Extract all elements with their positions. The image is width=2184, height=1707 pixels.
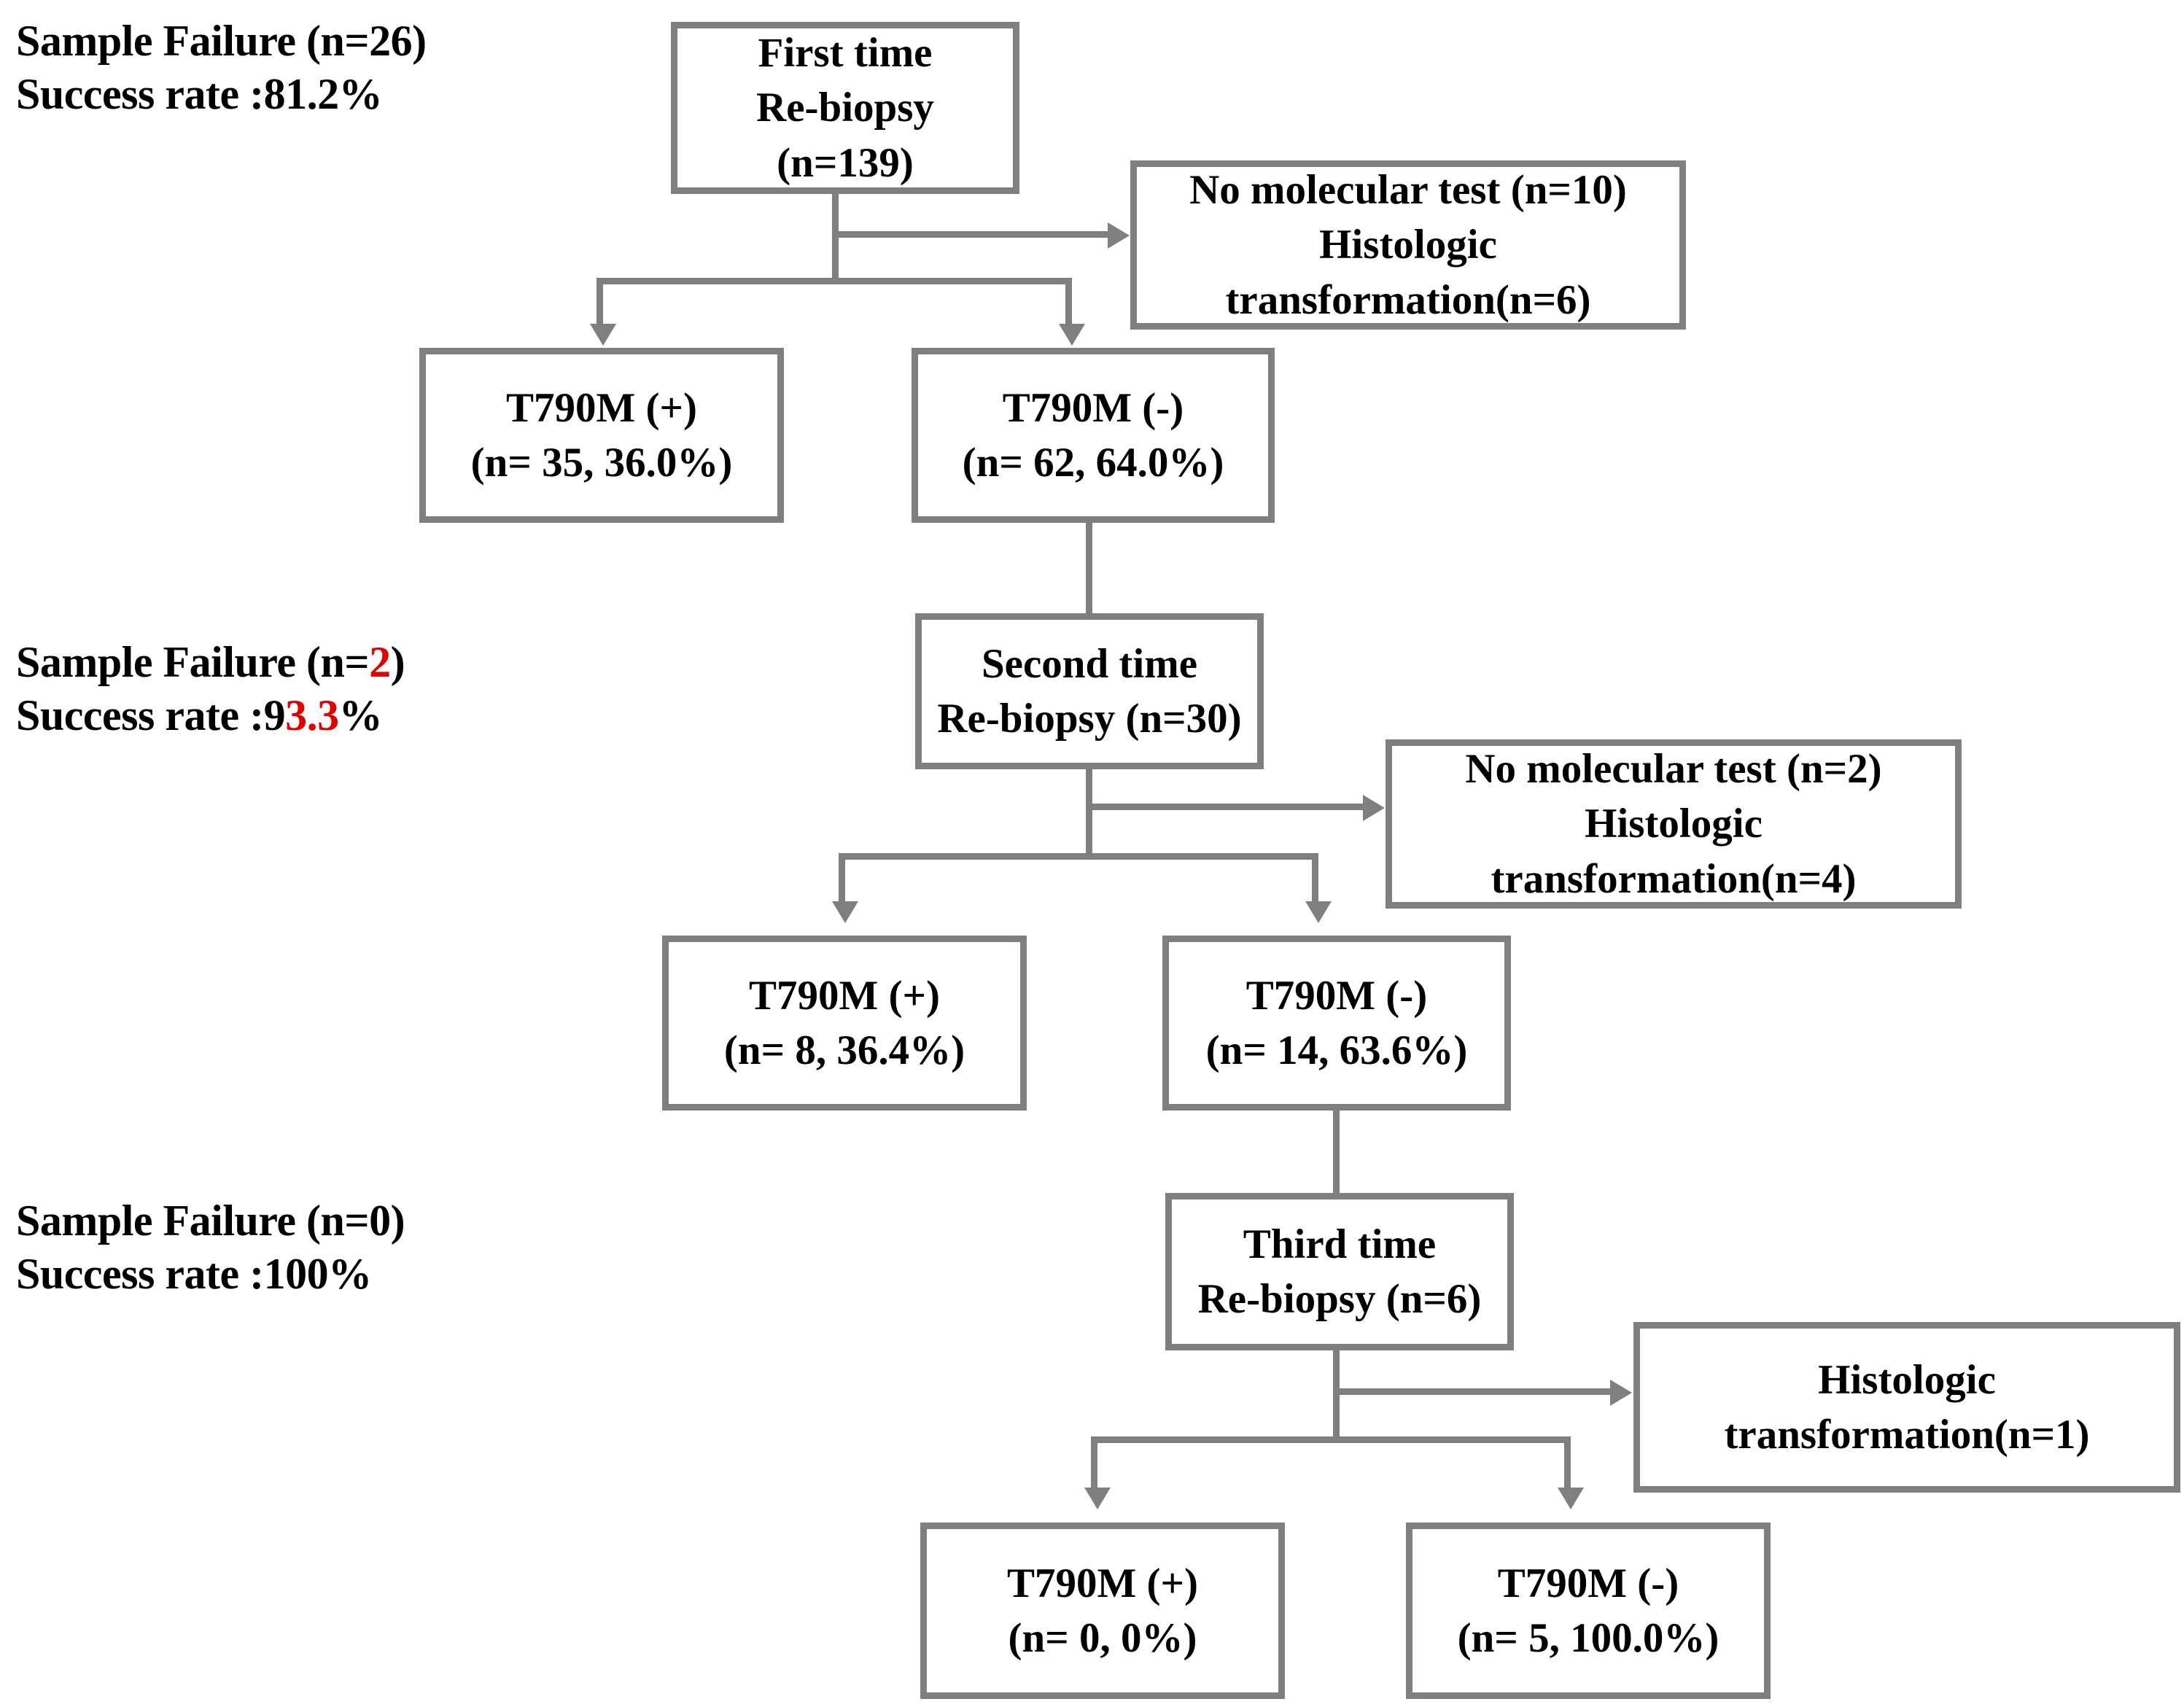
node-second-biopsy[interactable]: Second time Re-biopsy (n=30) xyxy=(915,613,1264,769)
node-t790m-negative-2-line2: (n= 14, 63.6%) xyxy=(1205,1027,1468,1073)
node-histologic-transformation-3-line2: transformation(n=1) xyxy=(1724,1412,2090,1458)
node-t790m-positive-3-line2: (n= 0, 0%) xyxy=(1008,1615,1197,1661)
connector-stem-level1 xyxy=(832,193,839,284)
arrow-right-icon-level3 xyxy=(1610,1380,1632,1406)
node-first-biopsy-line3: (n=139) xyxy=(777,139,914,186)
node-no-molecular-test-1[interactable]: No molecular test (n=10) Histologic tran… xyxy=(1130,160,1686,330)
sample-failure-value: 26 xyxy=(369,17,413,65)
sample-failure-value: 2 xyxy=(369,638,391,686)
arrow-down-icon-level2-left xyxy=(832,901,858,923)
arrow-down-icon-level1-right xyxy=(1059,324,1085,346)
side-label-first-round-line2: Success rate :81.2% xyxy=(16,68,427,121)
success-rate-percent: % xyxy=(338,691,383,740)
connector-branch-right-level3 xyxy=(1333,1388,1612,1395)
success-rate-text: Success rate : xyxy=(16,70,264,119)
node-histologic-transformation-3[interactable]: Histologic transformation(n=1) xyxy=(1633,1322,2180,1493)
connector-drop-right-level1 xyxy=(1065,278,1072,326)
node-t790m-negative-1-line2: (n= 62, 64.0%) xyxy=(962,440,1224,486)
side-label-second-round: Sample Failure (n=2) Success rate :93.3% xyxy=(16,636,405,742)
side-label-first-round-line1: Sample Failure (n=26) xyxy=(16,15,427,68)
connector-drop-right-level3 xyxy=(1564,1436,1571,1489)
node-t790m-negative-1[interactable]: T790M (-) (n= 62, 64.0%) xyxy=(912,348,1275,523)
success-rate-value-highlight: 3.3 xyxy=(285,691,339,740)
arrow-down-icon-level3-left xyxy=(1084,1488,1111,1509)
node-second-biopsy-line2: Re-biopsy (n=30) xyxy=(937,696,1242,742)
arrow-right-icon-level2 xyxy=(1363,795,1385,821)
connector-branch-right-level2 xyxy=(1086,804,1364,810)
side-label-third-round-line2: Success rate :100% xyxy=(16,1248,405,1301)
node-no-molecular-test-1-line2: Histologic xyxy=(1319,222,1497,268)
arrow-down-icon-level2-right xyxy=(1305,901,1332,923)
node-t790m-positive-1-line2: (n= 35, 36.0%) xyxy=(470,440,733,486)
connector-neg2-to-third-biopsy xyxy=(1333,1108,1340,1197)
side-label-third-round-line1: Sample Failure (n=0) xyxy=(16,1194,405,1248)
side-label-third-round: Sample Failure (n=0) Success rate :100% xyxy=(16,1194,405,1301)
connector-drop-left-level1 xyxy=(596,278,603,326)
success-rate-value: 81.2 xyxy=(263,70,340,119)
success-rate-value: 100 xyxy=(263,1250,329,1299)
connector-split-bar-level2 xyxy=(839,853,1318,860)
node-no-molecular-test-2-line2: Histologic xyxy=(1585,801,1763,847)
node-third-biopsy-line1: Third time xyxy=(1243,1221,1437,1267)
success-rate-percent: % xyxy=(338,70,383,119)
side-label-first-round: Sample Failure (n=26) Success rate :81.2… xyxy=(16,15,427,121)
node-t790m-positive-3[interactable]: T790M (+) (n= 0, 0%) xyxy=(920,1523,1285,1699)
node-first-biopsy[interactable]: First time Re-biopsy (n=139) xyxy=(671,22,1019,194)
connector-branch-right-level1 xyxy=(832,231,1109,238)
node-no-molecular-test-1-line3: transformation(n=6) xyxy=(1225,276,1591,323)
node-first-biopsy-line2: Re-biopsy xyxy=(756,85,934,131)
node-histologic-transformation-3-line1: Histologic xyxy=(1818,1356,1996,1403)
connector-stem-level3 xyxy=(1333,1349,1340,1442)
connector-split-bar-level3 xyxy=(1091,1436,1571,1443)
node-first-biopsy-line1: First time xyxy=(758,30,933,77)
node-t790m-negative-3[interactable]: T790M (-) (n= 5, 100.0%) xyxy=(1406,1523,1771,1699)
arrow-down-icon-level3-right xyxy=(1558,1488,1584,1509)
side-label-second-round-line2: Success rate :93.3% xyxy=(16,689,405,742)
node-third-biopsy-line2: Re-biopsy (n=6) xyxy=(1197,1276,1482,1322)
success-rate-text: Success rate : xyxy=(16,1250,264,1299)
node-t790m-negative-3-line1: T790M (-) xyxy=(1497,1560,1679,1606)
sample-failure-paren: ) xyxy=(390,638,405,686)
node-t790m-negative-1-line1: T790M (-) xyxy=(1002,384,1184,431)
sample-failure-text: Sample Failure (n= xyxy=(16,638,370,686)
success-rate-percent: % xyxy=(328,1250,372,1299)
node-second-biopsy-line1: Second time xyxy=(981,640,1198,687)
connector-stem-level2 xyxy=(1086,767,1092,859)
node-t790m-positive-1-line1: T790M (+) xyxy=(505,384,697,431)
connector-drop-left-level3 xyxy=(1091,1436,1097,1489)
sample-failure-text: Sample Failure (n= xyxy=(16,1197,370,1245)
sample-failure-paren: ) xyxy=(390,1197,405,1245)
node-no-molecular-test-2-line1: No molecular test (n=2) xyxy=(1465,746,1882,793)
node-third-biopsy[interactable]: Third time Re-biopsy (n=6) xyxy=(1165,1193,1514,1350)
arrow-down-icon-level1-left xyxy=(590,324,616,346)
node-t790m-negative-3-line2: (n= 5, 100.0%) xyxy=(1457,1615,1719,1661)
node-t790m-positive-3-line1: T790M (+) xyxy=(1006,1560,1198,1606)
sample-failure-paren: ) xyxy=(412,17,427,65)
node-t790m-positive-2[interactable]: T790M (+) (n= 8, 36.4%) xyxy=(662,936,1027,1111)
connector-split-bar-level1 xyxy=(596,278,1072,284)
success-rate-value: 9 xyxy=(263,691,286,740)
node-t790m-negative-2[interactable]: T790M (-) (n= 14, 63.6%) xyxy=(1162,936,1511,1111)
sample-failure-text: Sample Failure (n= xyxy=(16,17,370,65)
node-no-molecular-test-1-line1: No molecular test (n=10) xyxy=(1189,167,1627,214)
node-t790m-positive-1[interactable]: T790M (+) (n= 35, 36.0%) xyxy=(419,348,784,523)
sample-failure-value: 0 xyxy=(369,1197,391,1245)
node-t790m-positive-2-line1: T790M (+) xyxy=(748,972,940,1019)
node-no-molecular-test-2-line3: transformation(n=4) xyxy=(1491,855,1857,902)
node-no-molecular-test-2[interactable]: No molecular test (n=2) Histologic trans… xyxy=(1386,739,1962,909)
node-t790m-negative-2-line1: T790M (-) xyxy=(1245,972,1428,1019)
connector-drop-left-level2 xyxy=(839,853,845,903)
success-rate-text: Success rate : xyxy=(16,691,264,740)
connector-neg1-to-second-biopsy xyxy=(1086,521,1092,615)
connector-drop-right-level2 xyxy=(1312,853,1318,903)
side-label-second-round-line1: Sample Failure (n=2) xyxy=(16,636,405,689)
node-t790m-positive-2-line2: (n= 8, 36.4%) xyxy=(723,1027,965,1073)
arrow-right-icon-level1 xyxy=(1108,222,1130,249)
